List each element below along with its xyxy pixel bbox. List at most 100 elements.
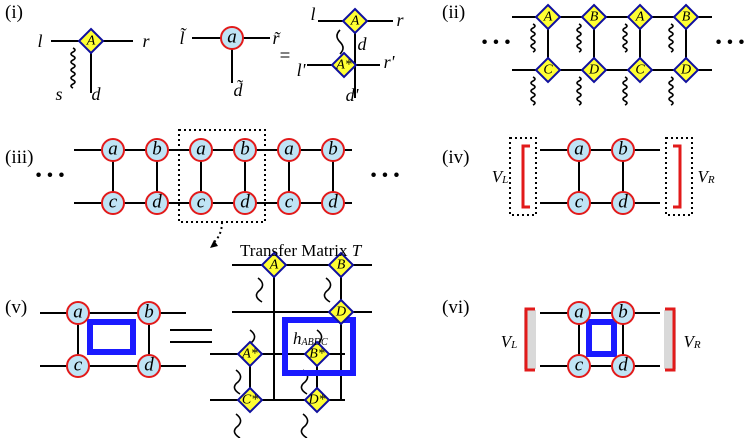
tensor-B-3 [672,3,700,31]
tensor-d-v-label: d [144,355,154,376]
label-VR-iv: VR [697,167,714,187]
tensor-d-iii-5-label: d [328,192,338,213]
tensor-B-1 [580,3,608,31]
v-physical-leg-6 [233,413,242,439]
tensor-b-v-label: b [144,302,154,323]
tensor-d-iii-5 [321,191,345,215]
transfer-matrix-arrowhead [210,240,218,248]
ellipsis-ii-left: • • • [481,33,510,54]
leg-r-tilde: r̃ [272,28,281,48]
label-VL-vi-main: V [501,332,514,351]
tensor-D-1-label: D [588,63,599,78]
tensor-c-iii-4 [277,191,301,215]
tensor-A-copy [341,7,369,35]
tensor-B-v-label: B [337,258,346,273]
operator-vi [586,319,617,357]
tensor-A-physical-leg [70,47,76,89]
tensor-a-vi-label: a [574,302,584,323]
leg-d-prime: d' [346,85,360,105]
tensor-c-vi [567,354,591,378]
tensor-C-0 [534,56,562,84]
tensor-Cstar-v [236,386,264,414]
panel-label-i: (i) [5,2,23,23]
tensor-b-vi-label: b [618,302,628,323]
v-physical-leg-0 [255,277,264,303]
tensor-Astar-v-label: A* [241,347,258,362]
transfer-matrix-text: Transfer Matrix [240,241,352,260]
tensor-d-iv-label: d [618,192,628,213]
tensor-a-iv-label: a [574,139,584,160]
tensor-b-iv [611,138,635,162]
bottom-physical-leg-3 [668,76,674,106]
bottom-physical-leg-0 [530,76,536,106]
label-VR-vi-main: V [683,332,696,351]
tensor-B-v [327,251,355,279]
tensor-d-iv [611,191,635,215]
tensor-a-iii-2 [189,138,213,162]
tensor-D-3-label: D [680,63,691,78]
v-physical-leg-7 [300,413,309,439]
equals-sign-i: = [280,46,291,67]
right-environment-bracket-vi [665,307,676,372]
leg-r: r [142,31,150,51]
label-VL-iv: VL [492,167,509,187]
tensor-d-iii-1 [145,191,169,215]
label-VR-vi-sub: R [693,339,701,351]
ellipsis-iii-right: • • • [370,166,399,187]
tensor-a-iii-0-label: a [108,139,118,160]
tensor-A-2 [626,3,654,31]
bottom-physical-leg-1 [576,76,582,106]
leg-d: d [92,84,102,104]
right-environment-box [665,137,693,216]
tensor-a-iv [567,138,591,162]
right-environment-bracket [673,144,682,209]
tensor-C-2 [626,56,654,84]
ellipsis-iii-left: • • • [35,166,64,187]
tensor-a-iii-4-label: a [284,139,294,160]
leg-l-tilde: l̃ [179,27,187,48]
tensor-b-iv-label: b [618,139,628,160]
panel-label-vi: (vi) [442,297,469,318]
network-lines [40,16,712,439]
tensor-A-v [260,251,288,279]
panel-label-iii: (iii) [5,147,34,168]
tensor-d-iii-3-label: d [240,192,250,213]
leg-l-upper: l [310,4,315,24]
tensor-b-iii-1-label: b [152,139,162,160]
panel-label-ii: (ii) [442,2,465,23]
tensor-b-v [137,301,161,325]
tensor-c-vi-label: c [575,355,584,376]
tensor-A-v-label: A [269,258,279,273]
transfer-matrix-symbol: T [352,241,363,260]
tensor-a-v-label: a [73,302,83,323]
v-physical-leg-1 [323,277,332,303]
panel-label-v: (v) [5,297,27,318]
tensor-d-vi [611,354,635,378]
bottom-physical-leg-2 [622,76,628,106]
leg-d-tilde: d̃ [234,79,244,100]
label-VR-iv-main: V [697,167,710,186]
tensor-a [220,26,244,50]
top-physical-leg-3 [668,23,674,53]
tensor-C-2-label: C [635,63,645,78]
tensor-a-label: a [227,27,237,48]
tensor-A-2-label: A [635,10,645,25]
leg-l-prime: l' [297,60,307,80]
top-physical-leg-2 [622,23,628,53]
tensor-Bstar-v [303,340,331,368]
label-VR-iv-sub: R [707,174,715,186]
tensor-b-vi [611,301,635,325]
leg-s: s [55,84,62,104]
left-environment-box [509,137,537,216]
tensor-A-label: A [86,34,96,49]
tensor-b-iii-5-label: b [328,139,338,160]
leg-l: l [37,31,42,51]
tensor-a-iii-2-label: a [196,139,206,160]
tensor-B-3-label: B [682,10,691,25]
tensor-c-iii-2-label: c [197,192,206,213]
tensor-Astar-v [236,340,264,368]
tensor-a-v [66,301,90,325]
